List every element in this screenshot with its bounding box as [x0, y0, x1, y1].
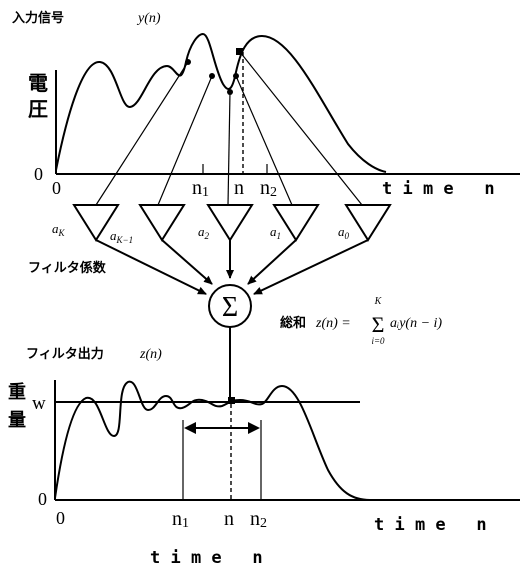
coef-label-a1: a1 [270, 224, 281, 241]
coef-label-a2: a2 [198, 224, 210, 241]
summation-input-arrows [95, 239, 369, 295]
output-tick-label-n: n [224, 508, 234, 530]
input-tick-label-n1: n1 [192, 177, 209, 200]
window-double-arrow [184, 422, 260, 434]
output-axis-label-top: 重 [8, 381, 26, 403]
input-signal-curve [55, 32, 387, 173]
current-output-marker [228, 397, 235, 404]
coef-label-a0: a0 [338, 224, 350, 241]
coef-label-aK-1: aK−1 [110, 228, 133, 245]
formula-sum-top: K [374, 296, 383, 307]
input-axis-label-top: 電 [28, 71, 48, 95]
input-time-label: t i m e n [382, 179, 495, 199]
formula-sigma: Σ [372, 312, 385, 337]
input-origin-x: 0 [52, 178, 61, 198]
output-origin-y: 0 [38, 489, 47, 509]
summation-symbol: Σ [222, 292, 238, 323]
bottom-time-label: t i m e n [150, 548, 263, 568]
output-signal-curve [54, 380, 371, 501]
input-signal-label: y(n) [136, 11, 161, 26]
coefficient-triangles [72, 204, 392, 242]
formula-body: aᵢy(n − i) [390, 316, 442, 331]
coefficients-caption: フィルタ係数 [28, 260, 107, 276]
input-axis-label-bottom: 圧 [28, 97, 48, 121]
output-level-label: w [32, 393, 46, 414]
output-axis-label-bottom: 量 [8, 409, 26, 431]
input-tick-label-n: n [234, 177, 244, 199]
current-sample-marker [236, 48, 243, 55]
output-origin-x: 0 [56, 508, 65, 528]
summation-caption: 総和 [280, 315, 306, 331]
output-signal-label: z(n) [139, 347, 162, 362]
output-title: フィルタ出力 [26, 346, 104, 362]
formula-sum-bottom: i=0 [371, 336, 385, 346]
formula-lhs: z(n) = [315, 316, 351, 331]
coef-label-aK: aK [52, 221, 66, 238]
input-title: 入力信号 [12, 10, 64, 26]
input-tick-label-n2: n2 [260, 177, 277, 200]
sampling-arrows [95, 51, 363, 206]
input-origin-y: 0 [34, 164, 43, 184]
output-tick-label-n1: n1 [172, 508, 189, 531]
output-tick-label-n2: n2 [250, 508, 267, 531]
output-time-label: t i m e n [374, 515, 487, 535]
